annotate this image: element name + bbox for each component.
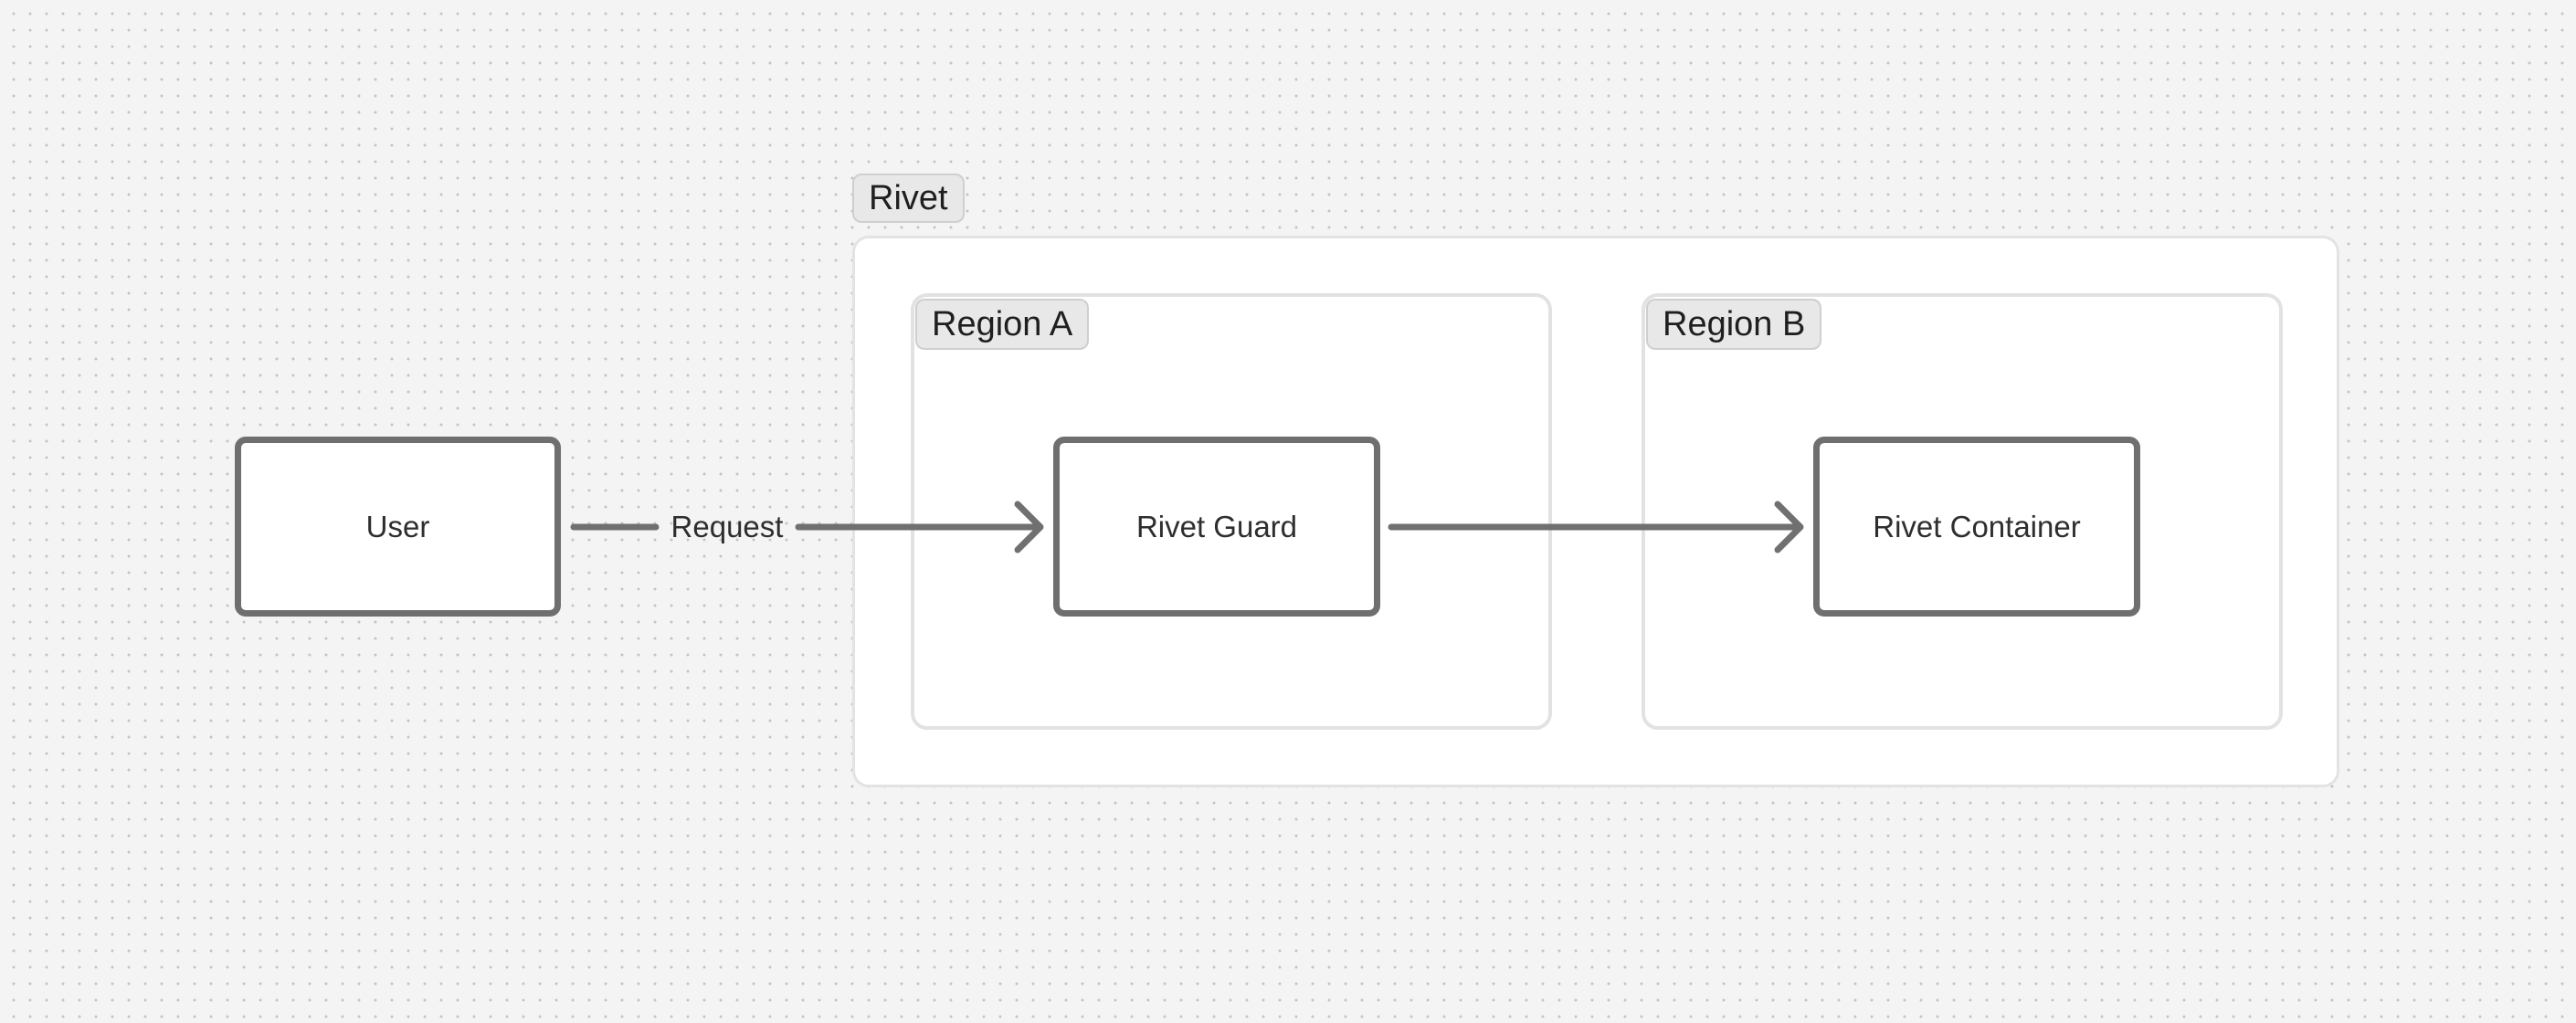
node-rivet-container[interactable]: Rivet Container [1813,437,2140,617]
arrowhead-to-guard [1014,501,1044,554]
rivet-group-label: Rivet [852,174,965,223]
arrowhead-to-container [1774,501,1804,554]
node-user[interactable]: User [235,437,561,617]
region-b-label: Region B [1646,299,1822,350]
node-rivet-guard[interactable]: Rivet Guard [1053,437,1380,617]
edge-label-request: Request [670,510,784,543]
region-a-label: Region A [915,299,1090,350]
